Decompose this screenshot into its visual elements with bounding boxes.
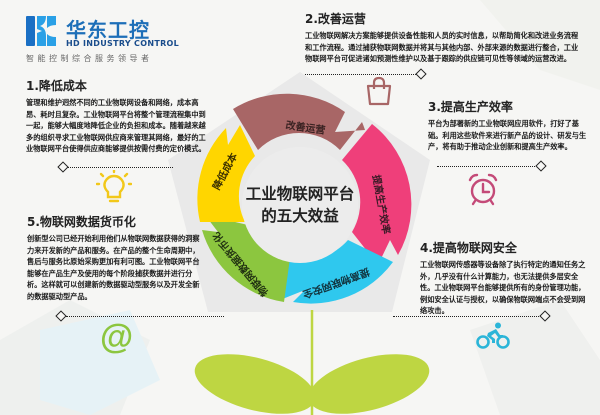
logo-name-cn: 华东工控 (66, 18, 150, 42)
bicycle-icon (476, 322, 510, 349)
alarm-clock-icon (468, 173, 498, 206)
connector-line (437, 166, 537, 167)
logo-mark-icon (26, 16, 56, 46)
ring-segment-data-monetization (202, 215, 290, 302)
section-improve-operations: 2.改善运营 工业物联网解决方案能够提供设备性能和人员的实时信息，以帮助简化和改… (305, 10, 580, 65)
section-title: 2.改善运营 (305, 12, 366, 26)
connector-line (393, 316, 541, 317)
connector-line (68, 167, 173, 168)
section-body: 平台为部署新的工业物联网应用软件，打好了基础。利用这些软件来进行新产品的设计、研… (428, 119, 587, 151)
section-title: 1.降低成本 (26, 79, 87, 93)
section-improve-productivity: 3.提高生产效率 平台为部署新的工业物联网应用软件，打好了基础。利用这些软件来进… (428, 98, 593, 153)
connector-line (305, 74, 418, 75)
logo-tagline: 智能控制综合服务领导者 (26, 54, 153, 63)
section-body: 工业物联网传感器等设备除了执行特定的通知任务之外，几乎没有什么计算能力，也无法提… (420, 260, 586, 315)
ring-segment-improve-security (280, 240, 393, 304)
shopping-bag-icon (366, 76, 392, 106)
company-logo: 华东工控 HD INDUSTRY CONTROL 智能控制综合服务领导者 (22, 12, 202, 63)
section-body: 管理和维护迥然不同的工业物联网设备和网络，成本高昂、耗时且复杂。工业物联网平台将… (26, 98, 206, 153)
ring-segment-reduce-cost (197, 125, 255, 222)
section-title: 3.提高生产效率 (428, 100, 513, 114)
section-reduce-cost: 1.降低成本 管理和维护迥然不同的工业物联网设备和网络，成本高昂、耗时且复杂。工… (26, 77, 206, 155)
diagram-center-title: 工业物联网平台 的五大效益 (235, 183, 365, 227)
section-data-monetization: 5.物联网数据货币化 创新型公司已经开始利用他们从物联网数据获得的洞察力来开发新… (27, 213, 205, 302)
section-title: 4.提高物联网安全 (420, 241, 517, 255)
section-body: 创新型公司已经开始利用他们从物联网数据获得的洞察力来开发新的产品和服务。在产品的… (27, 234, 200, 301)
at-sign-icon: @ (100, 318, 134, 356)
connector-line (66, 316, 224, 317)
center-title-line1: 工业物联网平台 (245, 185, 355, 203)
section-improve-security: 4.提高物联网安全 工业物联网传感器等设备除了执行特定的通知任务之外，几乎没有什… (420, 239, 590, 317)
ring-segment-improve-productivity (342, 124, 412, 265)
section-body: 工业物联网解决方案能够提供设备性能和人员的实时信息，以帮助简化和改进业务流程和工… (305, 31, 579, 63)
center-title-line2: 的五大效益 (261, 207, 339, 225)
section-title: 5.物联网数据货币化 (27, 215, 136, 229)
lightbulb-icon (96, 170, 132, 203)
logo-name-en: HD INDUSTRY CONTROL (66, 39, 180, 48)
ring-segment-improve-operations (233, 93, 365, 150)
